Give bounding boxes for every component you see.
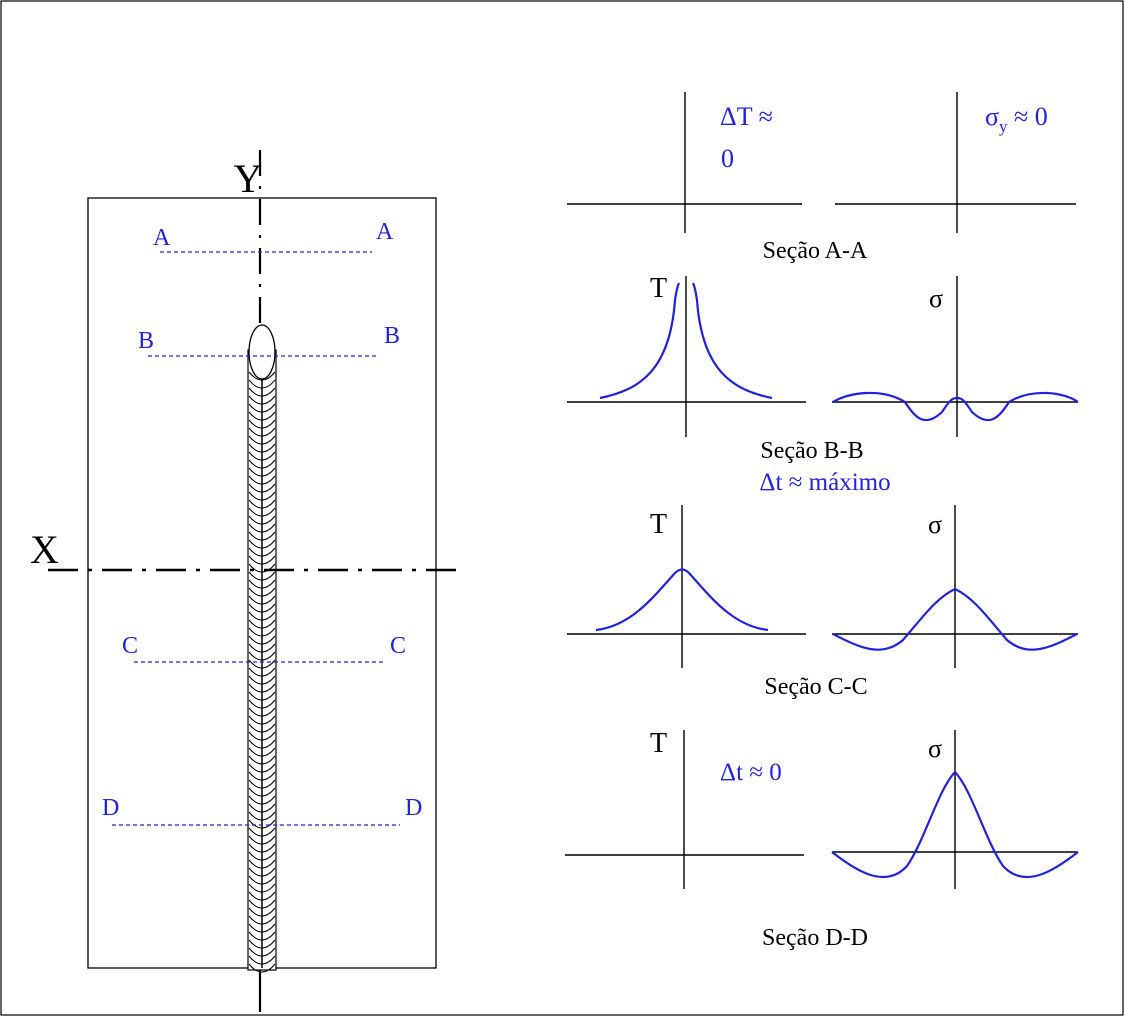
weld-pool <box>248 324 276 380</box>
b-temperature-curve-right <box>691 282 773 400</box>
d-temperature-label: T <box>650 728 667 759</box>
d-stress-label: σ <box>928 734 942 763</box>
weld-bead <box>247 324 277 973</box>
c-stress-curve <box>832 587 1078 651</box>
plate-drawing: Y X A A B B C C D D <box>30 150 460 1012</box>
b-temperature-curve-left <box>599 282 681 400</box>
d-temperature-note: Δt ≈ 0 <box>720 759 782 786</box>
section-lines: A A B B C C D D <box>102 219 422 826</box>
section-b-right-label: B <box>384 323 400 349</box>
a-stress-note-subscript: y <box>999 117 1008 136</box>
section-c-caption: Seção C-C <box>764 674 867 700</box>
a-stress-note-symbol: σ <box>985 102 999 131</box>
section-a-right-label: A <box>376 219 394 245</box>
a-stress-note: σy ≈ 0 <box>985 102 1048 136</box>
section-b-note: Δt ≈ máximo <box>759 469 890 496</box>
b-stress-label: σ <box>929 284 943 313</box>
x-axis-label: X <box>30 527 59 572</box>
c-temperature-curve <box>595 568 769 632</box>
weld-ripple <box>248 963 276 973</box>
section-b-caption: Seção B-B <box>760 438 863 464</box>
section-d-right-label: D <box>405 795 422 821</box>
c-stress-label: σ <box>928 510 942 539</box>
b-temperature-label: T <box>650 273 667 304</box>
section-curves <box>595 282 1079 879</box>
b-stress-curve <box>832 391 1079 422</box>
section-graph-axes <box>565 92 1078 889</box>
section-a-caption: Seção A-A <box>763 238 868 264</box>
section-a-left-label: A <box>153 225 171 251</box>
section-d-left-label: D <box>102 795 119 821</box>
a-temperature-note-line1: ΔT ≈ <box>720 102 773 131</box>
section-c-right-label: C <box>390 633 406 659</box>
c-temperature-label: T <box>650 509 667 540</box>
a-temperature-note-line2: 0 <box>721 144 734 173</box>
y-axis-label: Y <box>234 156 263 201</box>
section-c-left-label: C <box>122 633 138 659</box>
a-stress-note-value: ≈ 0 <box>1008 102 1048 131</box>
section-d-caption: Seção D-D <box>762 925 868 951</box>
section-b-left-label: B <box>138 328 154 354</box>
d-stress-curve <box>831 770 1079 879</box>
